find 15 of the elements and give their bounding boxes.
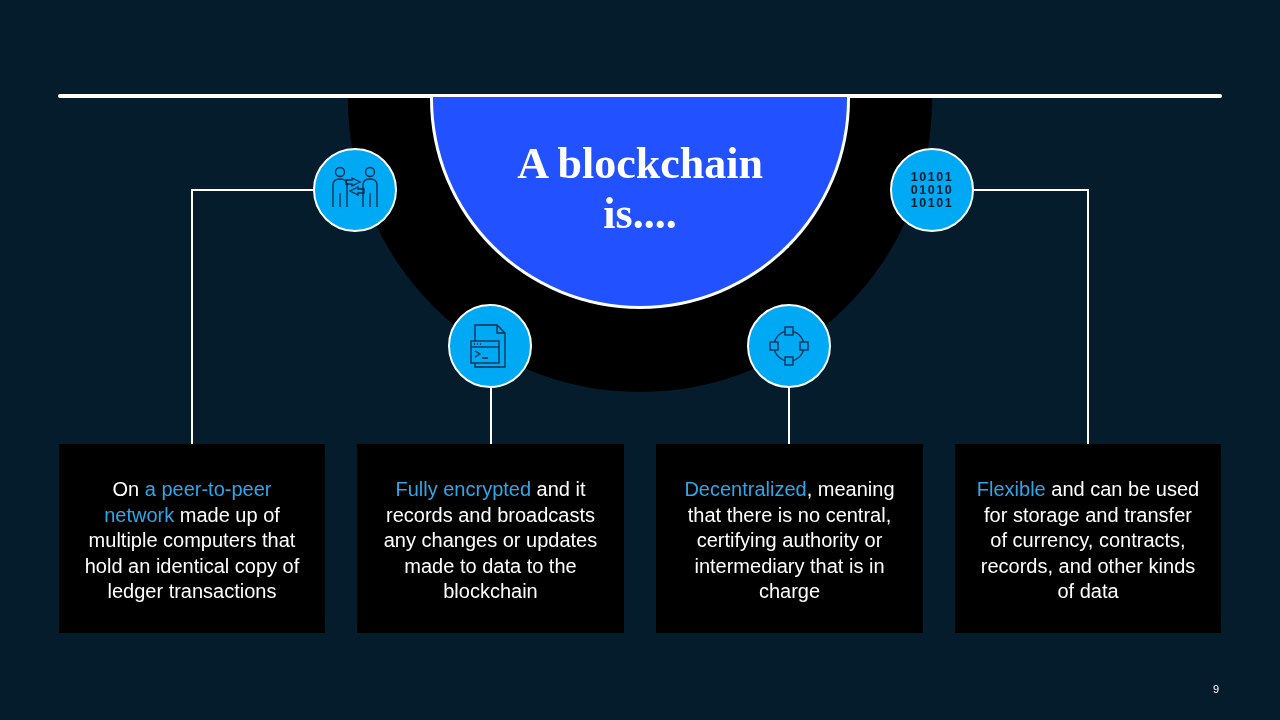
text-card <box>59 444 325 633</box>
text-card <box>656 444 923 633</box>
description-text: Flexible and can be used for storage and transfer of currency, contracts, records, and other kinds of data <box>975 477 1201 604</box>
connector-line <box>788 387 790 445</box>
description-text: On a peer-to-peer network made up of multiple computers that hold an identical copy of ledger transactions <box>83 477 301 604</box>
text-card <box>955 444 1221 633</box>
description-text: Decentralized, meaning that there is no central, certifying authority or intermediary that is in charge <box>683 477 896 604</box>
description-text: Fully encrypted and it records and broadcasts any changes or updates made to data to the blockchain <box>382 477 599 604</box>
title-text: A blockchain is.... <box>516 139 764 239</box>
connector-line <box>191 189 314 445</box>
binary-digits-text: 10101 01010 10101 <box>909 170 955 210</box>
connector-line <box>490 387 492 445</box>
connector-line <box>973 189 1089 445</box>
text-card <box>357 444 624 633</box>
page-number: 9 <box>1213 683 1220 695</box>
